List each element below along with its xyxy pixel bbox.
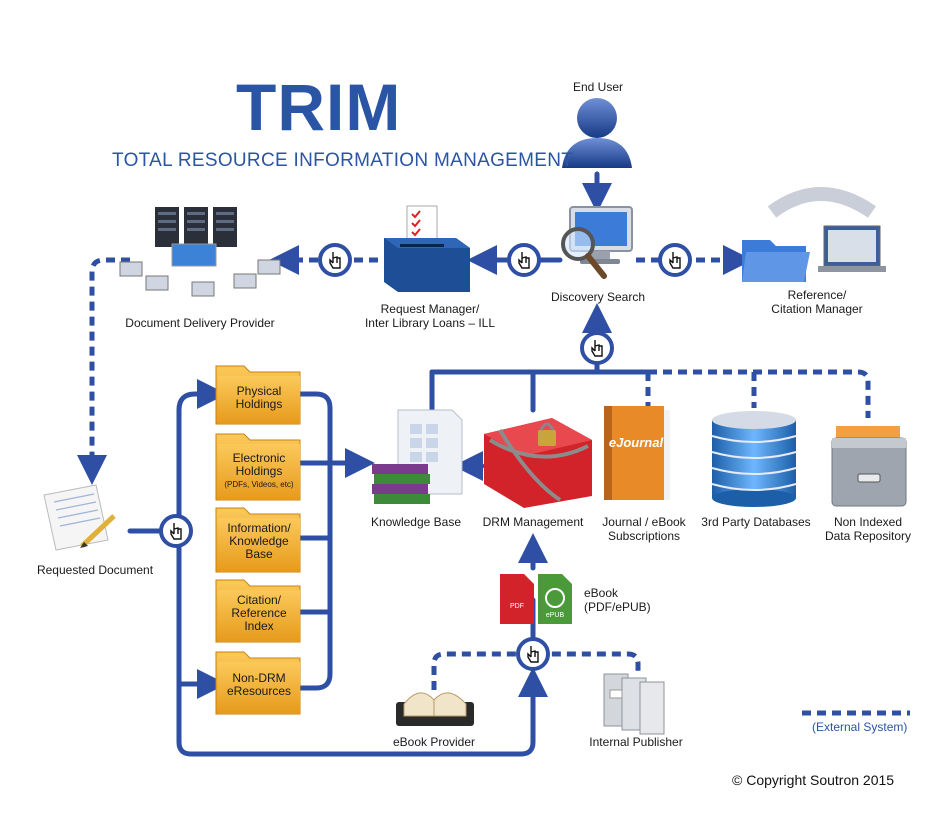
requested-document-label: Requested Document xyxy=(36,563,154,577)
binders-icon xyxy=(603,673,665,735)
epub-badge-text: ePUB xyxy=(545,612,565,619)
pdf-badge-text: PDF xyxy=(510,603,524,610)
document-pencil-icon xyxy=(43,484,116,551)
page-title: TRIM xyxy=(236,70,402,144)
locked-book-icon xyxy=(484,418,592,508)
folder-icon xyxy=(215,651,301,715)
folder-label-physical: Physical Holdings xyxy=(235,384,283,411)
discovery-search-icon xyxy=(561,206,633,279)
legend-external-system: (External System) xyxy=(812,720,908,734)
server-network-icon xyxy=(119,207,281,297)
end-user-icon xyxy=(562,98,632,168)
journal-subscriptions-label: Journal / eBook Subscriptions xyxy=(602,515,686,543)
ebook-provider-label: eBook Provider xyxy=(392,735,476,749)
folder-icon xyxy=(215,507,301,573)
discovery-search-label: Discovery Search xyxy=(550,290,646,304)
hand-cursor-icon xyxy=(318,243,352,277)
hand-cursor-icon xyxy=(516,637,550,671)
folders xyxy=(215,365,301,715)
non-indexed-label: Non Indexed Data Repository xyxy=(824,515,912,543)
journal-cover-text: eJournal xyxy=(608,435,664,450)
open-book-icon xyxy=(396,692,474,726)
file-cabinet-icon xyxy=(831,426,907,507)
folder-label-electronic: Electronic Holdings xyxy=(232,451,286,478)
folder-sublabel-electronic: (PDFs, Videos, etc) xyxy=(224,480,294,489)
reference-manager-label: Reference/ Citation Manager xyxy=(771,288,863,316)
flow-folder-left-rail xyxy=(176,407,548,757)
internal-publisher-label: Internal Publisher xyxy=(589,735,683,749)
request-manager-label: Request Manager/ Inter Library Loans – I… xyxy=(364,302,496,330)
journal-book-icon xyxy=(604,406,670,500)
hand-cursor-icon xyxy=(507,243,541,277)
third-party-db-label: 3rd Party Databases xyxy=(701,515,811,529)
drm-management-label: DRM Management xyxy=(482,515,584,529)
folder-icon xyxy=(215,433,301,501)
dash-ebook-bus xyxy=(431,651,641,690)
folder-label-knowledge: Information/ Knowledge Base xyxy=(227,521,291,561)
document-delivery-label: Document Delivery Provider xyxy=(125,316,275,330)
flow-folder-right-rail xyxy=(297,391,333,691)
flow-folder-top xyxy=(176,379,227,413)
dash-delivery-to-doc xyxy=(77,257,130,485)
knowledge-base-icon xyxy=(372,409,463,504)
database-icon xyxy=(711,411,797,507)
click-nodes xyxy=(159,243,692,671)
end-user-label: End User xyxy=(572,80,624,94)
folder-icon xyxy=(215,579,301,643)
pdf-file-icon xyxy=(500,574,534,624)
knowledge-base-label: Knowledge Base xyxy=(370,515,462,529)
folder-label-nondrm: Non-DRM eResources xyxy=(226,671,292,698)
ebook-format-label: eBook (PDF/ePUB) xyxy=(584,586,651,614)
ballot-box-icon xyxy=(384,205,470,292)
page-subtitle: TOTAL RESOURCE INFORMATION MANAGEMENT xyxy=(112,150,574,171)
hand-cursor-icon xyxy=(159,514,193,548)
folder-icon xyxy=(215,365,301,425)
hand-cursor-icon xyxy=(580,331,614,365)
epub-file-icon xyxy=(538,574,572,624)
folder-papers-icon xyxy=(742,187,886,282)
copyright: © Copyright Soutron 2015 xyxy=(732,772,895,788)
dash-bus-right xyxy=(648,369,871,418)
folder-label-citation: Citation/ Reference Index xyxy=(231,593,287,633)
hand-cursor-icon xyxy=(658,243,692,277)
